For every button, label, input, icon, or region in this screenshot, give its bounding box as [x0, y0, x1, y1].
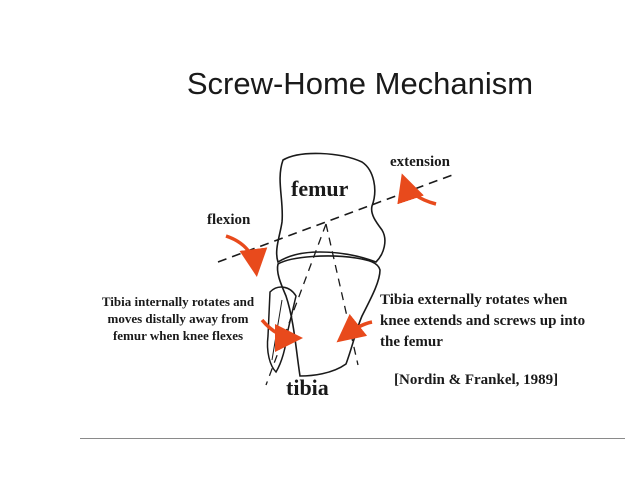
fibula-outline	[266, 286, 297, 374]
external-rotation-arrow	[336, 313, 373, 343]
internal-rotation-arrow	[260, 318, 303, 352]
slide-title: Screw-Home Mechanism	[186, 66, 534, 101]
tibia-axis-line-right	[325, 223, 359, 366]
femur-label: femur	[291, 176, 349, 201]
flexion-label: flexion	[207, 212, 251, 228]
external-rotation-note: Tibia externally rotates when knee exten…	[380, 292, 586, 350]
tibia-outline	[276, 255, 381, 377]
extension-label: extension	[390, 154, 450, 170]
femur-outline	[275, 152, 386, 264]
internal-rotation-note: Tibia internally rotates and moves dista…	[101, 294, 255, 343]
citation: [Nordin & Frankel, 1989]	[394, 372, 559, 388]
flexion-arrow	[225, 234, 268, 277]
bottom-divider	[80, 438, 625, 439]
tibia-axis-line-left	[265, 223, 327, 386]
tibia-label: tibia	[286, 375, 329, 400]
extension-arrow	[397, 173, 437, 206]
